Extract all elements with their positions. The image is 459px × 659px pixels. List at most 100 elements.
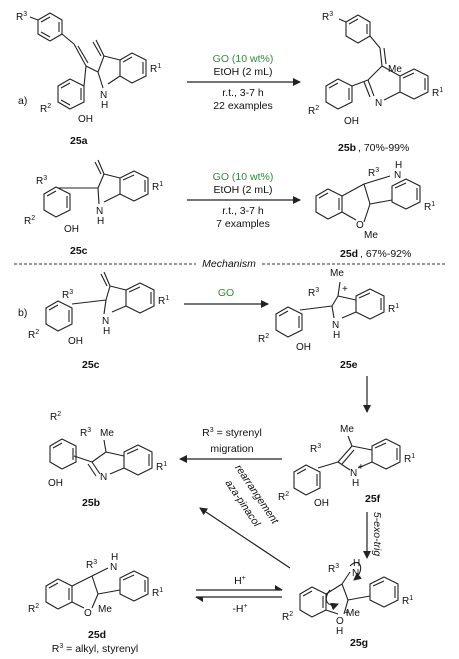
svg-text:OH: OH [296, 342, 311, 353]
svg-text:N: N [394, 170, 401, 181]
part-b-label: b) [18, 307, 27, 319]
structure-25c-mech: R3 R1 N H OH R2 [28, 271, 169, 347]
svg-text:N: N [110, 562, 117, 573]
svg-text:R2: R2 [28, 603, 39, 615]
label-25g: 25g [350, 637, 368, 649]
svg-text:R3: R3 [80, 427, 91, 439]
structure-25e: Me R3 + R1 N H OH R2 [258, 268, 399, 353]
svg-text:R2: R2 [40, 103, 51, 115]
svg-text:R2: R2 [308, 105, 319, 117]
label-25a: 25a [70, 135, 88, 147]
svg-text:OH: OH [64, 224, 79, 235]
structure-25c: R3 R1 N H OH R2 [24, 159, 163, 235]
svg-text:N: N [352, 568, 359, 579]
conditions-1: r.t., 3-7 h [222, 87, 264, 99]
svg-text:R2: R2 [50, 411, 61, 423]
svg-text:R2: R2 [258, 333, 269, 345]
reagent-1: GO (10 wt%) [213, 53, 274, 65]
svg-text:O: O [336, 616, 344, 627]
svg-text:N: N [375, 98, 382, 109]
svg-text:R1: R1 [432, 87, 443, 99]
svg-text:R3: R3 [310, 443, 321, 455]
structure-25d-mech: R3 N H O Me R1 R2 [28, 552, 163, 619]
structure-25f: Me R3 R1 N + H OH R2 [278, 424, 415, 509]
svg-text:O: O [356, 220, 364, 231]
r3-note: R3 = alkyl, styrenyl [52, 643, 138, 655]
svg-text:R3: R3 [368, 167, 379, 179]
svg-text:OH: OH [314, 498, 329, 509]
svg-text:R1: R1 [150, 63, 161, 75]
label-25d-mech: 25d [88, 629, 106, 641]
proton-back-label: -H+ [232, 603, 247, 615]
svg-text:Me: Me [330, 268, 344, 279]
svg-text:R1: R1 [152, 181, 163, 193]
svg-text:H: H [353, 558, 360, 569]
svg-text:Me: Me [346, 608, 360, 619]
svg-text:R1: R1 [156, 461, 167, 473]
svg-text:H: H [336, 626, 343, 637]
svg-text:R2: R2 [282, 611, 293, 623]
svg-text:R3: R3 [62, 289, 73, 301]
structure-25b-mech: R2 R3 Me R1 N OH [48, 411, 167, 489]
structure-25b: R3 Me R1 N OH R2 [308, 11, 443, 127]
structure-25d-top: R3 N H O Me R1 [315, 160, 435, 241]
svg-text:Me: Me [98, 604, 112, 615]
svg-text:R1: R1 [388, 303, 399, 315]
label-25d-top: 25d [340, 248, 358, 260]
structure-25a: R3 N H R1 OH R2 [16, 11, 161, 125]
mechanism-heading: Mechanism [202, 258, 256, 270]
svg-text:R2: R2 [24, 215, 35, 227]
svg-text:R2: R2 [28, 329, 39, 341]
solvent-2: EtOH (2 mL) [214, 184, 273, 196]
svg-text:N: N [96, 206, 103, 217]
svg-text:N: N [102, 316, 109, 327]
svg-text:R3: R3 [16, 11, 27, 23]
label-25b-top: 25b [338, 142, 356, 154]
conditions-2: r.t., 3-7 h [222, 205, 264, 217]
svg-text:H: H [97, 216, 104, 227]
reagent-2: GO (10 wt%) [213, 171, 274, 183]
svg-text:H: H [111, 552, 118, 563]
label-25e: 25e [340, 359, 358, 371]
solvent-1: EtOH (2 mL) [214, 66, 273, 78]
svg-text:R1: R1 [424, 201, 435, 213]
svg-text:H: H [333, 330, 340, 341]
examples-2: 7 examples [216, 218, 270, 230]
label-25c-top: 25c [70, 245, 88, 257]
svg-text:Me: Me [388, 64, 402, 75]
svg-text:R1: R1 [158, 295, 169, 307]
svg-text:N: N [332, 320, 339, 331]
label-25b-mech: 25b [82, 497, 100, 509]
svg-text:OH: OH [78, 114, 93, 125]
svg-text:N: N [100, 90, 107, 101]
structure-25g: R3 N H O + H Me R1 R2 [282, 558, 413, 637]
svg-text:H: H [103, 326, 110, 337]
svg-text:O: O [84, 608, 92, 619]
svg-text:N: N [350, 468, 357, 479]
migration-word: migration [210, 443, 253, 455]
proton-forward-label: H+ [234, 575, 246, 587]
label-25c-mech: 25c [82, 359, 100, 371]
label-25f: 25f [365, 493, 381, 505]
svg-text:OH: OH [48, 478, 63, 489]
svg-text:Me: Me [364, 230, 378, 241]
svg-text:+: + [358, 462, 364, 473]
svg-text:R1: R1 [152, 587, 163, 599]
svg-text:R3: R3 [328, 563, 339, 575]
svg-text:N: N [100, 472, 107, 483]
svg-text:H: H [395, 160, 402, 171]
yield-25b: , 70%-99% [358, 142, 409, 154]
svg-text:R3: R3 [322, 11, 333, 23]
examples-1: 22 examples [213, 100, 273, 112]
go-reagent-label: GO [218, 287, 234, 299]
aza-pinacol-arrow [199, 507, 291, 569]
svg-text:OH: OH [344, 116, 359, 127]
part-a-label: a) [18, 95, 27, 107]
svg-text:+: + [344, 608, 350, 619]
svg-text:H: H [352, 478, 359, 489]
svg-text:R1: R1 [404, 453, 415, 465]
svg-text:H: H [101, 100, 108, 111]
yield-25d: , 67%-92% [360, 248, 411, 260]
svg-text:R2: R2 [278, 491, 289, 503]
